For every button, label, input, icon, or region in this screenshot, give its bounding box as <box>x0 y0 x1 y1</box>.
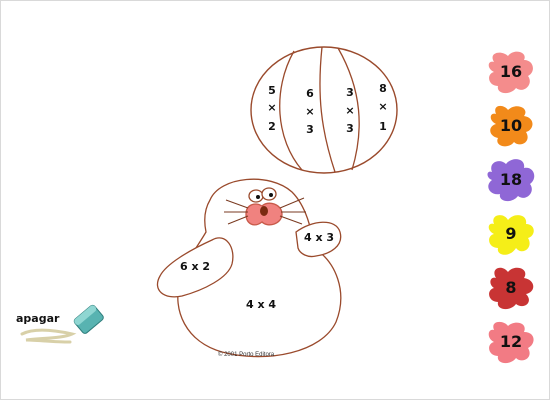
paint-blob-9[interactable]: 9 <box>484 210 538 258</box>
seal-pupil <box>256 195 260 199</box>
ball-seg4-b: 1 <box>379 120 387 133</box>
ball-segment-line <box>337 47 360 171</box>
paint-blob-value: 18 <box>499 170 523 189</box>
eraser-icon <box>20 304 104 344</box>
ball-seg4-a: 8 <box>379 82 387 95</box>
ball-seg1-a: 5 <box>268 84 276 97</box>
paint-splash-icon <box>489 267 534 310</box>
ball-seg3-a: 3 <box>346 86 354 99</box>
paint-blob-value: 12 <box>499 332 523 351</box>
ball-segment-line <box>319 46 336 173</box>
copyright-text: © 2001 Porto Editora <box>218 352 275 358</box>
seal-right-flipper-label: 4 x 3 <box>304 231 334 244</box>
seal-whiskers <box>224 197 306 225</box>
paint-splash-icon <box>488 215 534 255</box>
eraser-trail <box>20 328 77 344</box>
paint-blob-value: 8 <box>505 278 517 297</box>
paint-blob-18[interactable]: 18 <box>484 156 538 204</box>
ball-segment-line <box>279 50 303 171</box>
paint-blob-value: 9 <box>505 224 517 243</box>
paint-splash-icon <box>490 105 533 147</box>
ball-seg1-b: 2 <box>268 120 276 133</box>
paint-blob-value: 16 <box>499 62 523 81</box>
ball: 5 × 2 6 × 3 3 × 3 8 × 1 <box>250 46 398 174</box>
eraser-button[interactable] <box>14 300 114 348</box>
ball-seg2-op: × <box>305 105 314 118</box>
paint-blob-16[interactable]: 16 <box>484 48 538 96</box>
seal-body-label: 4 x 4 <box>246 298 276 311</box>
eraser-top <box>74 305 97 325</box>
seal-pupil <box>269 193 273 197</box>
seal: 6 x 2 4 x 3 4 x 4 <box>156 178 342 358</box>
ball-seg2-a: 6 <box>306 87 314 100</box>
seal-eye-left <box>248 189 264 203</box>
paint-blob-12[interactable]: 12 <box>484 318 538 366</box>
ball-outline[interactable] <box>250 46 398 174</box>
ball-seg1-op: × <box>267 101 276 114</box>
paint-splash-icon <box>488 321 534 364</box>
seal-eye-right <box>261 187 277 201</box>
paint-blob-8[interactable]: 8 <box>484 264 538 312</box>
ball-seg3-b: 3 <box>346 122 354 135</box>
ball-seg2-b: 3 <box>306 123 314 136</box>
seal-nose <box>260 206 268 216</box>
eraser-body <box>73 304 104 334</box>
paint-blob-10[interactable]: 10 <box>484 102 538 150</box>
eraser-label: apagar <box>16 312 60 325</box>
paint-splash-icon <box>487 159 535 202</box>
ball-seg4-op: × <box>378 100 387 113</box>
paint-splash-icon <box>488 51 533 94</box>
seal-left-flipper-label: 6 x 2 <box>180 260 210 273</box>
paint-blob-value: 10 <box>499 116 523 135</box>
seal-right-flipper[interactable] <box>295 221 342 258</box>
ball-seg3-op: × <box>345 104 354 117</box>
seal-left-flipper[interactable] <box>156 237 234 298</box>
